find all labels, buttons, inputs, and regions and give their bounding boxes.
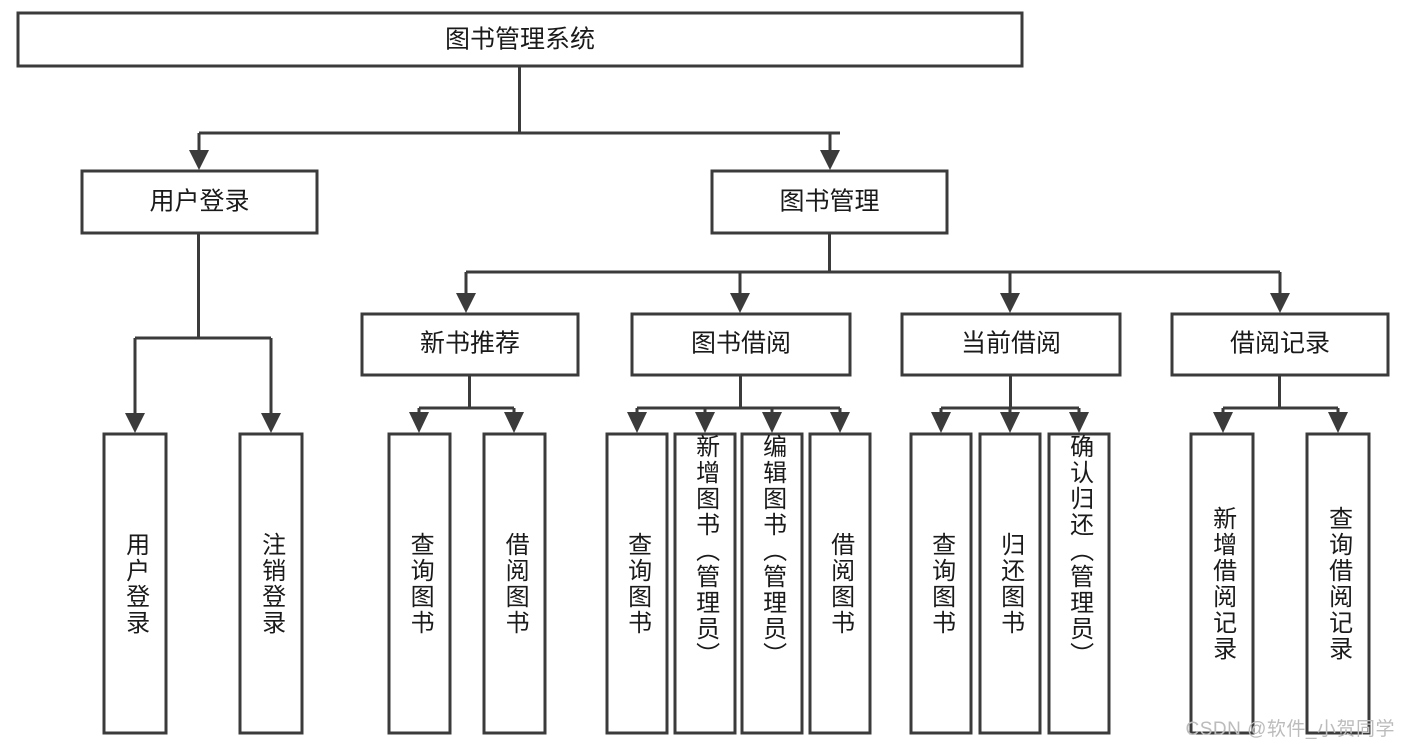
- leaf-node-query-record[interactable]: [1305, 432, 1371, 735]
- node-book-borrow-label: 图书借阅: [691, 330, 791, 358]
- node-book-manage-label: 图书管理: [779, 188, 879, 216]
- connector-userlogin-to-leaves: [125, 233, 281, 433]
- leaf-node-user-logout[interactable]: [238, 432, 304, 735]
- leaf-node-borrow-book-1[interactable]: [482, 432, 547, 735]
- leaf-node-confirm-return[interactable]: [1047, 432, 1111, 735]
- leaf-node-borrow-book-2[interactable]: [808, 432, 872, 735]
- node-current-borrow[interactable]: 当前借阅: [900, 312, 1122, 377]
- node-root-label: 图书管理系统: [445, 26, 595, 54]
- csdn-watermark: CSDN @软件_小贺同学: [1185, 719, 1395, 740]
- leaf-node-user-login[interactable]: [102, 432, 168, 735]
- node-borrow-record[interactable]: 借阅记录: [1170, 312, 1390, 377]
- leaf-node-add-record[interactable]: [1189, 432, 1255, 735]
- connector-newbook-to-leaves: [409, 375, 524, 433]
- leaf-node-add-book[interactable]: [673, 432, 737, 735]
- connector-bookborrow-to-leaves: [627, 375, 850, 433]
- node-root[interactable]: 图书管理系统: [16, 11, 1024, 68]
- node-new-book-recommend[interactable]: 新书推荐: [360, 312, 580, 377]
- leaf-node-return-book[interactable]: [978, 432, 1042, 735]
- leaf-node-query-book-2[interactable]: [605, 432, 669, 735]
- node-book-manage[interactable]: 图书管理: [710, 169, 949, 235]
- node-borrow-record-label: 借阅记录: [1230, 330, 1330, 358]
- connector-bookmanage-to-level3: [456, 233, 1290, 313]
- connector-borrowrecord-to-leaves: [1213, 375, 1348, 433]
- node-user-login[interactable]: 用户登录: [80, 169, 319, 235]
- leaf-node-edit-book[interactable]: [740, 432, 804, 735]
- node-new-book-recommend-label: 新书推荐: [420, 330, 520, 358]
- node-book-borrow[interactable]: 图书借阅: [630, 312, 852, 377]
- node-current-borrow-label: 当前借阅: [961, 330, 1061, 358]
- connector-currentborrow-to-leaves: [931, 375, 1089, 433]
- node-user-login-label: 用户登录: [149, 188, 249, 216]
- leaf-node-query-book-3[interactable]: [909, 432, 973, 735]
- connector-root-to-level2: [189, 66, 840, 170]
- leaf-node-query-book-1[interactable]: [387, 432, 452, 735]
